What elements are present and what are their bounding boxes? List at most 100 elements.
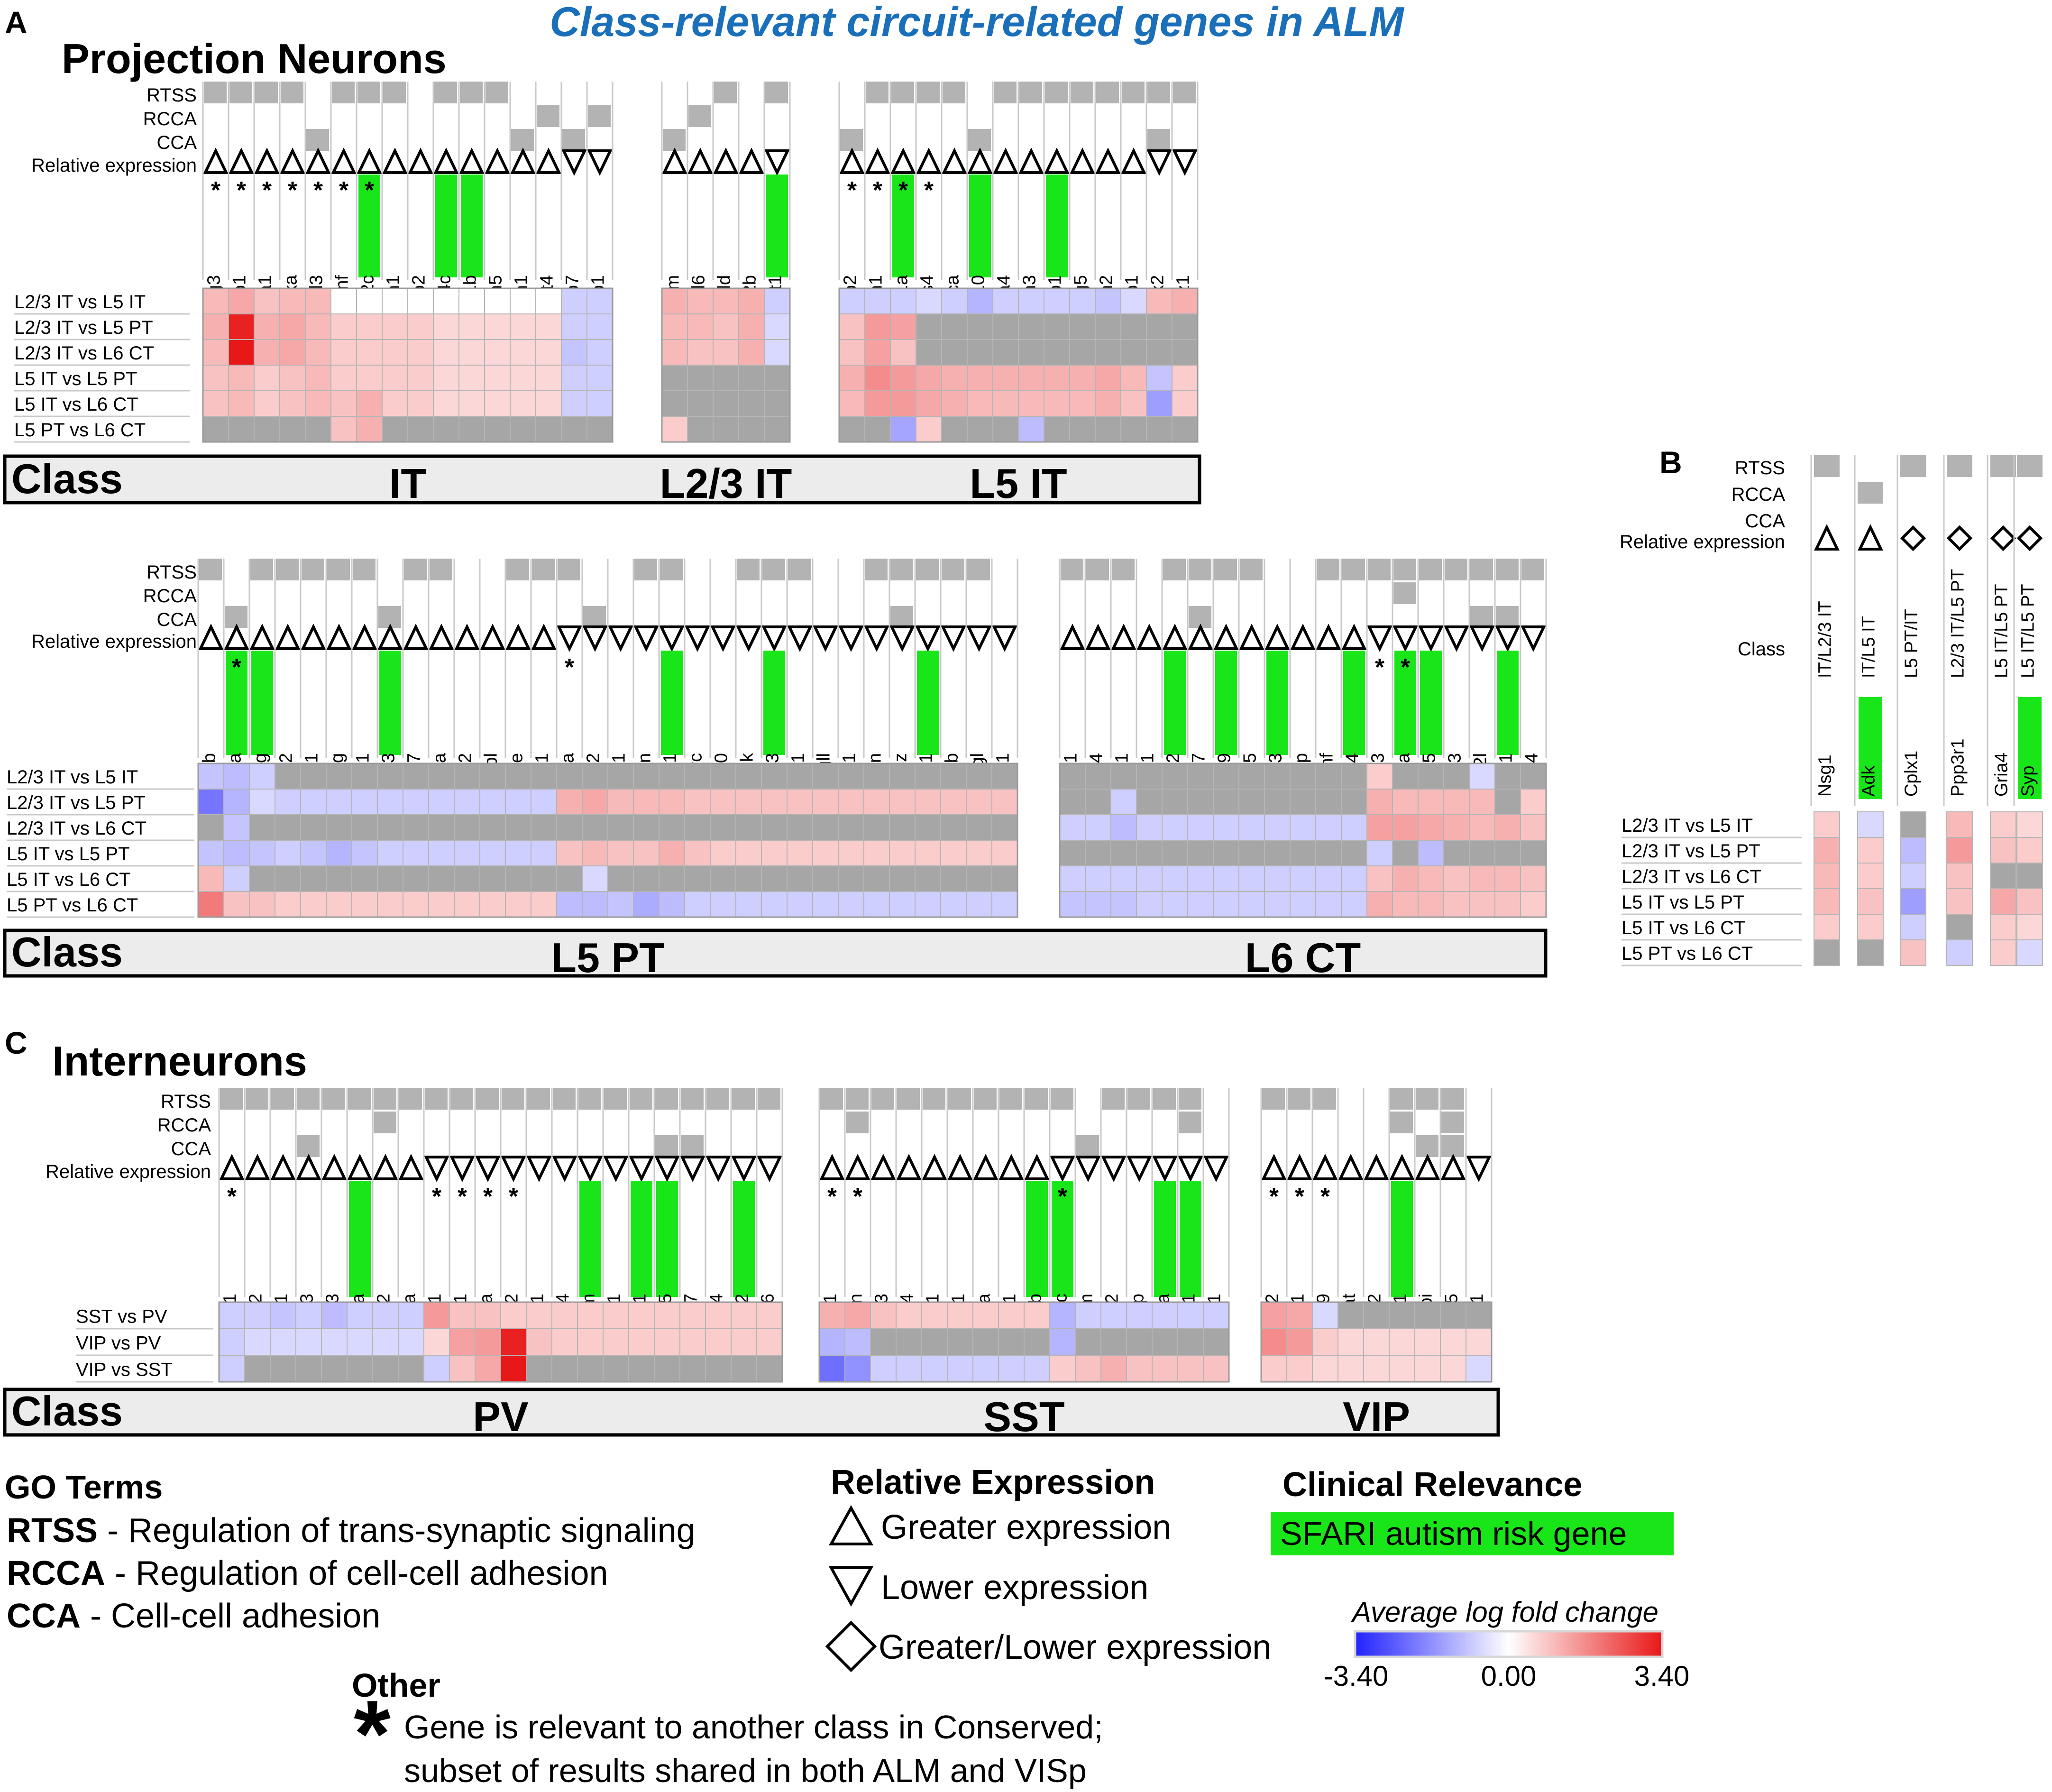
heatmap-cell [1120, 288, 1147, 314]
lower-expression-marker [526, 1156, 552, 1182]
heatmap-cell [1440, 1355, 1466, 1382]
legend-go-abbr: CCA [7, 1597, 81, 1635]
go-rtss-mark [527, 1088, 550, 1110]
heatmap-cell [679, 1355, 706, 1382]
heatmap-cell [941, 339, 968, 366]
heatmap-cell [603, 1328, 629, 1356]
heatmap-cell [607, 814, 634, 841]
sfari-highlight [733, 1181, 755, 1297]
heatmap-cell [761, 814, 788, 841]
heatmap-cell [1264, 814, 1291, 841]
gene-label: Cplx1 [1902, 751, 1922, 797]
heatmap-cell [270, 1302, 296, 1329]
heatmap-cell [1069, 390, 1096, 417]
heatmap-cell [991, 814, 1018, 841]
go-cca-mark [378, 606, 401, 628]
heatmap-cell [1900, 863, 1926, 889]
legend-go-abbr: RCCA [7, 1554, 105, 1592]
heatmap-cell [713, 339, 739, 366]
heatmap-cell [1341, 763, 1367, 790]
heatmap-cell [1418, 763, 1444, 790]
heatmap-cell [659, 763, 685, 790]
heatmap-cell [1315, 865, 1342, 892]
greater-expression-marker [1415, 1154, 1440, 1180]
heatmap-cell [1341, 789, 1367, 815]
heatmap-cell [1520, 814, 1547, 841]
go-rtss-mark [788, 559, 811, 580]
greater-expression-marker [198, 624, 224, 650]
heatmap-cell [330, 416, 357, 442]
heatmap-cell [428, 865, 455, 892]
heatmap-cell [1341, 814, 1367, 841]
heatmap-cell [731, 1355, 757, 1382]
conserved-star: * [1375, 653, 1384, 680]
heatmap-cell [510, 288, 536, 314]
heatmap-cell [940, 840, 967, 866]
greater-expression-marker [331, 147, 357, 174]
heatmap-cell [1095, 416, 1121, 442]
heatmap-cell [356, 339, 383, 366]
go-rtss-mark [1313, 1088, 1336, 1110]
heatmap-cell [228, 365, 255, 391]
go-rtss-mark [1990, 455, 2016, 477]
sfari-highlight [1215, 651, 1237, 755]
heatmap-cell [561, 339, 587, 366]
greater-expression-marker [947, 1154, 973, 1180]
heatmap-cell [1126, 1355, 1153, 1382]
heatmap-cell [223, 840, 250, 866]
heatmap-cell [351, 789, 378, 815]
heatmap-cell [628, 1302, 655, 1329]
lower-expression-marker [680, 1156, 705, 1182]
heatmap-cell [1312, 1328, 1338, 1356]
go-rtss-mark [353, 559, 376, 580]
heatmap-cell [1494, 763, 1521, 790]
heatmap-cell [1443, 763, 1470, 790]
heatmap-cell [889, 763, 916, 790]
heatmap-cell [270, 1355, 296, 1382]
greater-expression-marker [433, 147, 459, 174]
lower-expression-marker [1127, 1156, 1152, 1182]
heatmap-cell [1187, 840, 1214, 866]
greater-expression-marker [1338, 1154, 1364, 1180]
lower-expression-marker [941, 625, 966, 652]
heatmap-cell [756, 1302, 783, 1329]
lower-expression-marker [552, 1156, 577, 1182]
panel-a-top-label-relative-expression: Relative expression [31, 155, 197, 176]
heatmap-cell [505, 865, 531, 892]
greater-expression-marker [347, 1154, 373, 1180]
heatmap-cell [1414, 1302, 1441, 1329]
greater-expression-marker [321, 1154, 347, 1180]
heatmap-cell [484, 416, 511, 442]
heatmap-cell [889, 840, 916, 866]
go-rtss-mark [999, 1088, 1022, 1110]
heatmap-cell [223, 814, 250, 841]
heatmap-cell [377, 763, 403, 790]
heatmap-cell [1172, 313, 1198, 340]
heatmap-cell [351, 891, 378, 918]
heatmap-cell [305, 416, 331, 442]
heatmap-cell [279, 339, 306, 366]
greater-expression-marker [510, 147, 536, 174]
heatmap-cell [326, 763, 352, 790]
go-rtss-mark [1814, 455, 1840, 477]
heatmap-cell [864, 288, 891, 314]
go-rtss-mark [1173, 82, 1196, 103]
heatmap-cell [889, 865, 916, 892]
heatmap-cell [321, 1328, 348, 1356]
conserved-star: * [1401, 653, 1410, 680]
go-rtss-mark [450, 1088, 473, 1110]
heatmap-cell [1085, 840, 1111, 866]
heatmap-cell [219, 1355, 245, 1382]
go-rtss-mark [1189, 559, 1211, 580]
heatmap-cell [2016, 837, 2043, 864]
heatmap-cell [526, 1328, 552, 1356]
heatmap-cell [1203, 1355, 1229, 1382]
heatmap-cell [661, 390, 688, 417]
heatmap-cell [684, 865, 711, 892]
go-cca-mark [655, 1135, 678, 1157]
heatmap-cell [967, 390, 993, 417]
greater-expression-marker [1018, 147, 1044, 174]
heatmap-cell [454, 763, 480, 790]
conserved-star: * [1058, 1183, 1067, 1210]
heatmap-cell [300, 763, 327, 790]
